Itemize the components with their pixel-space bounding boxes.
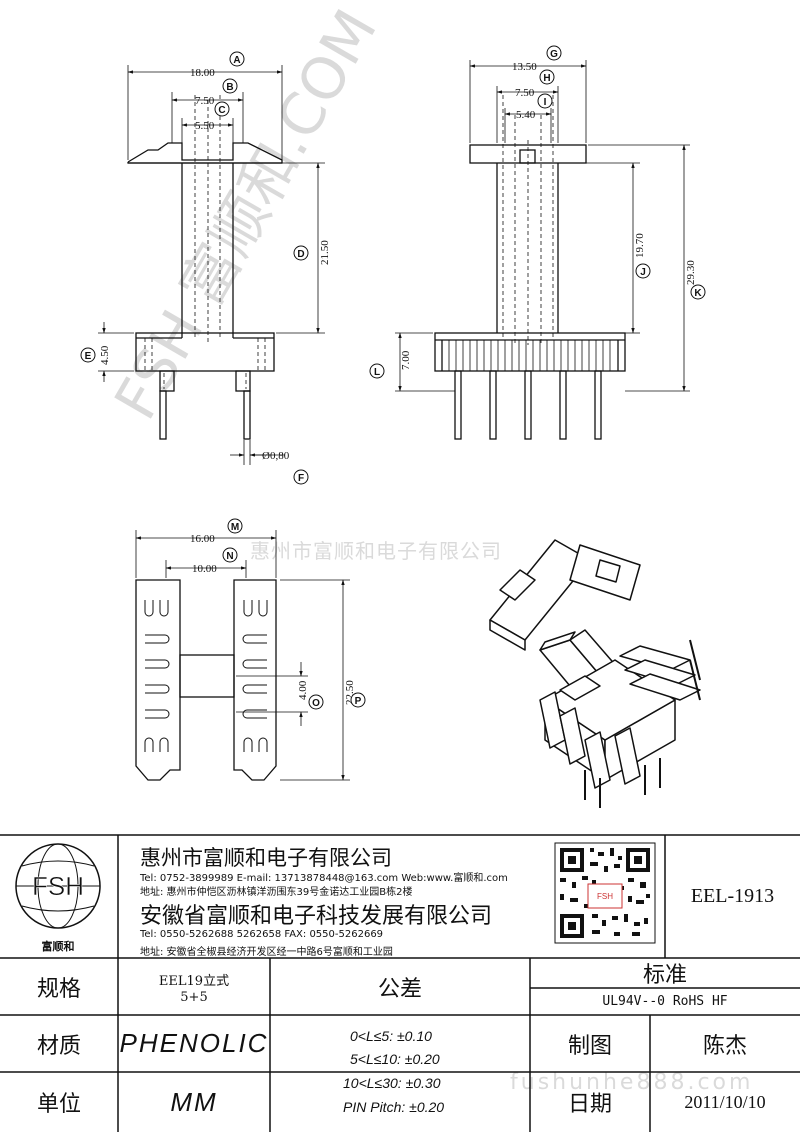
svg-text:D: D [297, 249, 304, 260]
spec-value-model: EEL19立式 [158, 973, 230, 989]
logo-caption: 富顺和 [42, 939, 75, 953]
dim-O-value: 4.00 [297, 680, 309, 700]
svg-text:O: O [312, 698, 320, 709]
marker-H: H [539, 69, 555, 85]
bottom-view-dimensions: 16.00 10.00 4.00 22.50 [135, 530, 356, 781]
svg-text:N: N [226, 551, 233, 562]
standard-label: 标准 [642, 963, 687, 988]
marker-K: K [690, 284, 706, 300]
front-view [127, 142, 283, 440]
side-view-hidden [502, 95, 554, 345]
logo-text: FSH [32, 871, 84, 901]
front-view-hidden [144, 95, 266, 389]
dim-L-value: 7.00 [400, 350, 412, 370]
marker-E: E [80, 347, 96, 363]
svg-text:B: B [226, 82, 233, 93]
marker-O: O [308, 694, 324, 710]
tolerance-line-4: PIN Pitch: ±0.20 [343, 1099, 445, 1115]
tolerance-label: 公差 [377, 976, 422, 1002]
marker-I: I [537, 93, 553, 109]
svg-text:L: L [374, 367, 380, 378]
dim-A-value: 18.00 [190, 67, 215, 79]
spec-label: 规格 [36, 976, 81, 1002]
side-view-dimensions: 13.50 7.50 5.40 19.70 29.30 7.00 [395, 60, 697, 392]
svg-text:F: F [298, 473, 304, 484]
dim-C-value: 5.50 [195, 120, 215, 132]
svg-text:J: J [640, 267, 646, 278]
dim-I-value: 5.40 [516, 109, 536, 121]
svg-text:A: A [233, 55, 240, 66]
marker-C: C [214, 101, 230, 117]
marker-A: A [229, 51, 245, 67]
dim-D-value: 21.50 [319, 240, 331, 265]
qr-logo-text: FSH [597, 892, 613, 901]
company2-tel: Tel: 0550-5262688 5262658 FAX: 0550-5262… [140, 929, 384, 940]
company1-name: 惠州市富顺和电子有限公司 [140, 846, 392, 870]
company1-address: 地址: 惠州市仲恺区沥林镇洋沥围东39号金诺达工业园B栋2楼 [140, 887, 413, 898]
marker-P: P [350, 692, 366, 708]
svg-text:I: I [544, 97, 547, 108]
marker-F: F [293, 469, 309, 485]
drawn-value: 陈杰 [702, 1033, 747, 1059]
bottom-view [135, 579, 277, 781]
front-view-dimensions: 18.00 7.50 5.50 21.50 4.50 Ø0,80 [98, 65, 331, 465]
dim-N-value: 10.00 [192, 563, 217, 575]
material-value: PHENOLIC [119, 1028, 269, 1058]
title-block-frame [0, 834, 800, 1132]
date-label: 日期 [567, 1092, 612, 1117]
qr-code-icon: FSH [554, 842, 656, 944]
tolerance-line-3: 10<L≤30: ±0.30 [343, 1075, 441, 1091]
tolerance-line-2: 5<L≤10: ±0.20 [350, 1051, 440, 1067]
company1-tel: Tel: 0752-3899989 E-mail: 13713878448@16… [140, 873, 508, 884]
marker-L: L [369, 363, 385, 379]
svg-text:M: M [231, 522, 239, 533]
svg-text:E: E [85, 351, 92, 362]
marker-M: M [227, 518, 243, 534]
svg-text:G: G [550, 49, 558, 60]
date-value: 2011/10/10 [684, 1091, 766, 1112]
bottom-view-slots [144, 600, 268, 752]
circle-markers: A B C D E F G H I J K L M N O P [80, 45, 706, 710]
unit-label: 单位 [36, 1092, 81, 1117]
unit-value: MM [170, 1086, 218, 1117]
marker-G: G [546, 45, 562, 61]
company2-name: 安徽省富顺和电子科技发展有限公司 [140, 904, 493, 929]
svg-text:C: C [218, 105, 225, 116]
marker-D: D [293, 245, 309, 261]
svg-text:K: K [694, 288, 702, 299]
logo-globe: FSH 富顺和 [15, 843, 101, 953]
svg-text:H: H [543, 73, 550, 84]
tolerance-line-1: 0<L≤5: ±0.10 [350, 1028, 432, 1044]
material-label: 材质 [36, 1033, 81, 1059]
marker-N: N [222, 547, 238, 563]
side-view [434, 144, 626, 440]
isometric-view [489, 539, 701, 789]
drawn-label: 制图 [567, 1033, 612, 1059]
svg-text:P: P [355, 696, 362, 707]
dim-E-value: 4.50 [99, 345, 111, 365]
dim-M-value: 16.00 [190, 533, 215, 545]
spec-value-pins: 5+5 [180, 989, 208, 1005]
side-view-slots [448, 340, 611, 371]
company2-address: 地址: 安徽省全椒县经济开发区经一中路6号富顺和工业园 [140, 947, 393, 958]
dim-G-value: 13.50 [512, 61, 537, 73]
dim-H-value: 7.50 [515, 87, 535, 99]
marker-B: B [222, 78, 238, 94]
dim-B-value: 7.50 [195, 95, 215, 107]
marker-J: J [635, 263, 651, 279]
dim-F-value: Ø0,80 [262, 450, 290, 462]
dim-J-value: 19.70 [634, 233, 646, 258]
isometric-pins [584, 639, 701, 808]
dim-K-value: 29.30 [685, 260, 697, 285]
standard-value: UL94V--0 RoHS HF [602, 994, 728, 1009]
part-number: EEL-1913 [690, 884, 775, 907]
